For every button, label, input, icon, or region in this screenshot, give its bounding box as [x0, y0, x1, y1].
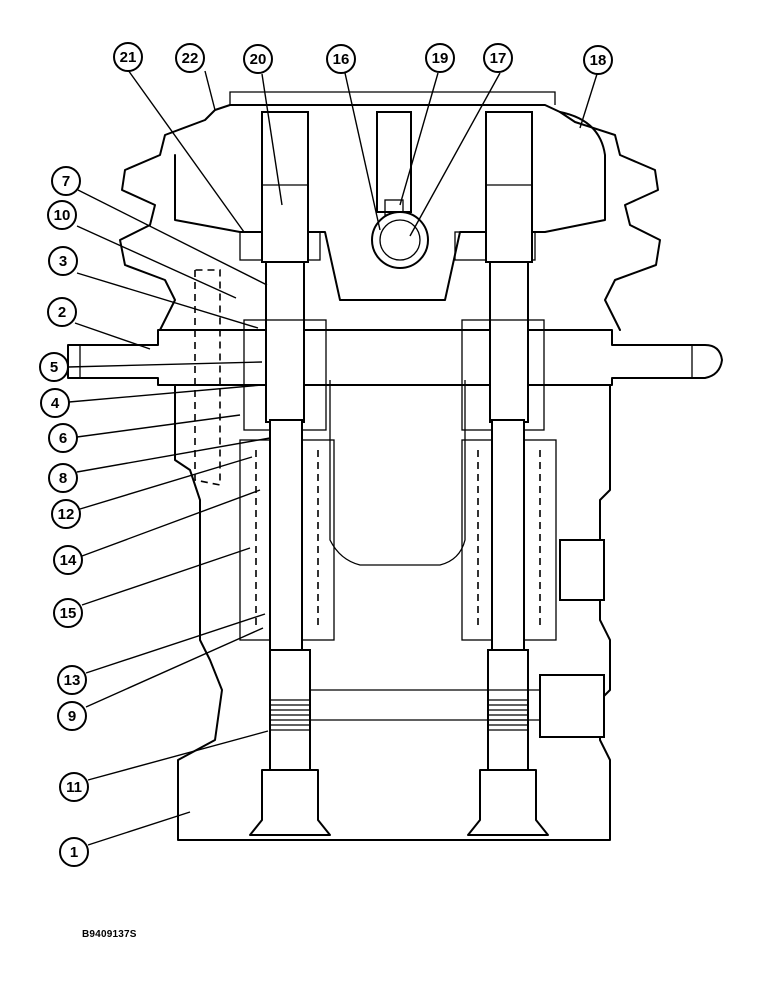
svg-text:22: 22: [182, 50, 199, 67]
svg-text:17: 17: [490, 50, 507, 67]
callout-21: 21: [113, 42, 143, 72]
svg-text:1: 1: [70, 844, 78, 861]
mounting-plate: [67, 329, 723, 386]
callout-11: 11: [59, 772, 89, 802]
svg-text:12: 12: [58, 506, 75, 523]
svg-text:8: 8: [59, 470, 67, 487]
callout-10: 10: [47, 200, 77, 230]
callout-8: 8: [48, 463, 78, 493]
callout-22: 22: [175, 43, 205, 73]
svg-text:7: 7: [62, 173, 70, 190]
callout-3: 3: [48, 246, 78, 276]
svg-text:19: 19: [432, 50, 449, 67]
svg-text:2: 2: [58, 304, 66, 321]
svg-text:3: 3: [59, 253, 67, 270]
svg-text:21: 21: [120, 49, 137, 66]
svg-text:13: 13: [64, 672, 81, 689]
callout-4: 4: [40, 388, 70, 418]
rubber-boot: [119, 104, 661, 331]
callout-7: 7: [51, 166, 81, 196]
callout-14: 14: [53, 545, 83, 575]
svg-text:6: 6: [59, 430, 67, 447]
callout-6: 6: [48, 423, 78, 453]
callout-9: 9: [57, 701, 87, 731]
plunger-right: [485, 111, 533, 263]
callout-2: 2: [47, 297, 77, 327]
port-upper: [559, 539, 605, 601]
svg-text:9: 9: [68, 708, 76, 725]
svg-text:18: 18: [590, 52, 607, 69]
callout-12: 12: [51, 499, 81, 529]
svg-text:5: 5: [50, 359, 58, 376]
cam-housing: [174, 111, 606, 301]
callout-20: 20: [243, 44, 273, 74]
leader-lines: [67, 69, 598, 846]
callout-19: 19: [425, 43, 455, 73]
svg-text:20: 20: [250, 51, 267, 68]
callout-5: 5: [39, 352, 69, 382]
figure-code: B9409137S: [82, 929, 137, 940]
callout-13: 13: [57, 665, 87, 695]
svg-text:4: 4: [51, 395, 60, 412]
svg-text:16: 16: [333, 51, 350, 68]
callout-16: 16: [326, 44, 356, 74]
svg-text:10: 10: [54, 207, 71, 224]
valve-body: [174, 384, 611, 841]
callout-17: 17: [483, 43, 513, 73]
port-lower: [539, 674, 605, 738]
callout-1: 1: [59, 837, 89, 867]
callout-18: 18: [583, 45, 613, 75]
callout-15: 15: [53, 598, 83, 628]
svg-text:15: 15: [60, 605, 77, 622]
svg-text:14: 14: [60, 552, 77, 569]
plunger-left: [261, 111, 309, 263]
center-stud: [376, 111, 412, 213]
svg-text:11: 11: [66, 779, 82, 796]
